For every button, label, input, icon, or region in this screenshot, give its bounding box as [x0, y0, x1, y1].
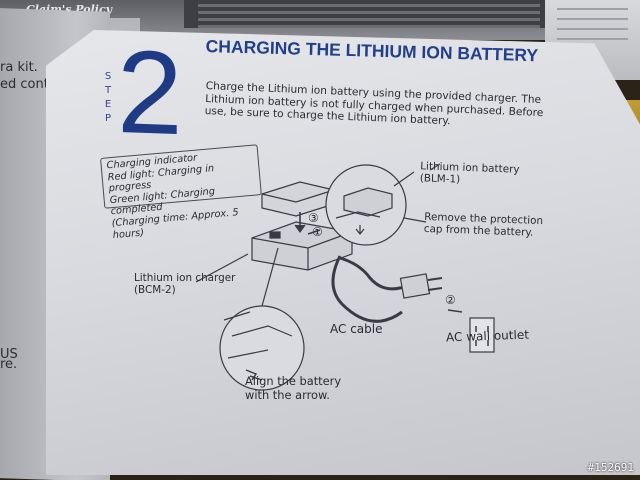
callout-3: ③ — [308, 211, 319, 225]
left-page-line: re. — [0, 357, 18, 372]
align-label: Align the battery with the arrow. — [245, 374, 342, 402]
background-dark-card — [184, 0, 554, 28]
ac-outlet-label: AC wall outlet — [445, 327, 530, 345]
callout-2: ② — [445, 293, 456, 307]
charger-label: Lithium ion charger (BCM-2) — [134, 272, 236, 297]
callout-1: ① — [312, 225, 323, 239]
image-watermark: #152691 — [587, 461, 634, 474]
left-page-line: ra kit. — [0, 60, 38, 75]
step-vertical-label: S T E P — [104, 71, 112, 124]
ac-cable-shape — [339, 256, 411, 291]
protection-cap-label: Remove the protection cap from the batte… — [423, 210, 544, 239]
battery-shape — [261, 181, 335, 217]
battery-label: Lithium ion battery (BLM-1) — [419, 160, 520, 186]
indicator-led-shape — [269, 231, 281, 239]
left-page-line: US — [0, 347, 18, 362]
plug-shape — [399, 273, 431, 299]
wall-outlet-shape — [469, 317, 495, 353]
ac-cable-label: AC cable — [330, 322, 383, 336]
